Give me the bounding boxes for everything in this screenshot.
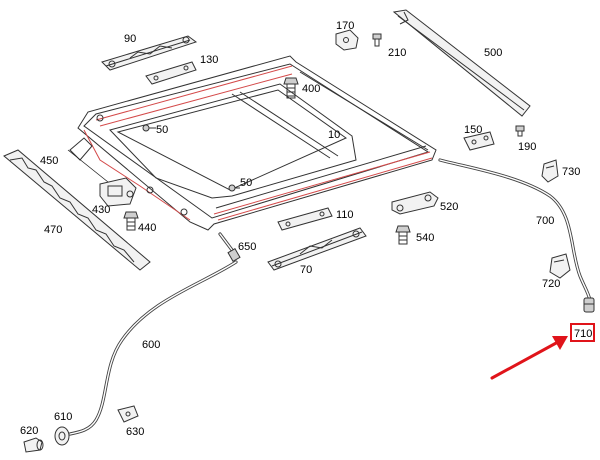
part-500-strip xyxy=(392,9,531,117)
label-210: 210 xyxy=(388,47,406,59)
label-50-a: 50 xyxy=(156,124,168,136)
label-730: 730 xyxy=(562,166,580,178)
part-170 xyxy=(335,29,359,51)
label-50-b: 50 xyxy=(240,177,252,189)
label-70: 70 xyxy=(300,264,312,276)
label-620: 620 xyxy=(20,425,38,437)
label-110: 110 xyxy=(336,209,354,221)
part-50-screw-b xyxy=(228,184,240,192)
label-430: 430 xyxy=(92,204,110,216)
label-90: 90 xyxy=(124,33,136,45)
part-440-bolt xyxy=(123,211,139,231)
part-620-plug xyxy=(23,437,44,453)
part-10-frame xyxy=(69,55,437,231)
part-210-screw xyxy=(372,33,382,47)
part-630-clip xyxy=(117,405,139,423)
part-730 xyxy=(541,159,559,183)
label-500: 500 xyxy=(484,47,502,59)
label-190: 190 xyxy=(518,141,536,153)
label-600: 600 xyxy=(142,339,160,351)
label-610: 610 xyxy=(54,411,72,423)
part-710-valve xyxy=(583,297,595,313)
label-650: 650 xyxy=(238,241,256,253)
part-600-hose xyxy=(68,260,238,436)
part-540-bolt xyxy=(395,225,411,245)
label-710: 710 xyxy=(574,328,592,340)
part-130 xyxy=(145,61,197,85)
part-650-fitting xyxy=(218,232,241,263)
highlight-arrow xyxy=(490,336,568,380)
highlight-box-710 xyxy=(570,323,595,342)
part-110 xyxy=(277,207,333,231)
part-150 xyxy=(463,131,495,151)
part-70 xyxy=(267,227,367,271)
part-700-hose xyxy=(438,158,592,302)
part-430-motor xyxy=(99,177,137,207)
label-170: 170 xyxy=(336,20,354,32)
label-400: 400 xyxy=(302,83,320,95)
label-130: 130 xyxy=(200,54,218,66)
part-720 xyxy=(549,253,571,279)
part-610-grommet xyxy=(54,426,70,446)
label-540: 540 xyxy=(416,232,434,244)
part-400-bolt xyxy=(283,77,299,99)
label-520: 520 xyxy=(440,201,458,213)
leader-450 xyxy=(67,149,109,183)
part-520 xyxy=(391,191,439,215)
label-150: 150 xyxy=(464,124,482,136)
label-440: 440 xyxy=(138,222,156,234)
label-700: 700 xyxy=(536,215,554,227)
part-190-screw xyxy=(515,125,525,137)
part-50-screw-a xyxy=(142,124,156,132)
label-450: 450 xyxy=(40,155,58,167)
label-630: 630 xyxy=(126,426,144,438)
label-470: 470 xyxy=(44,224,62,236)
part-470-strip xyxy=(3,149,151,271)
part-90 xyxy=(101,35,198,71)
label-720: 720 xyxy=(542,278,560,290)
label-10: 10 xyxy=(328,129,340,141)
